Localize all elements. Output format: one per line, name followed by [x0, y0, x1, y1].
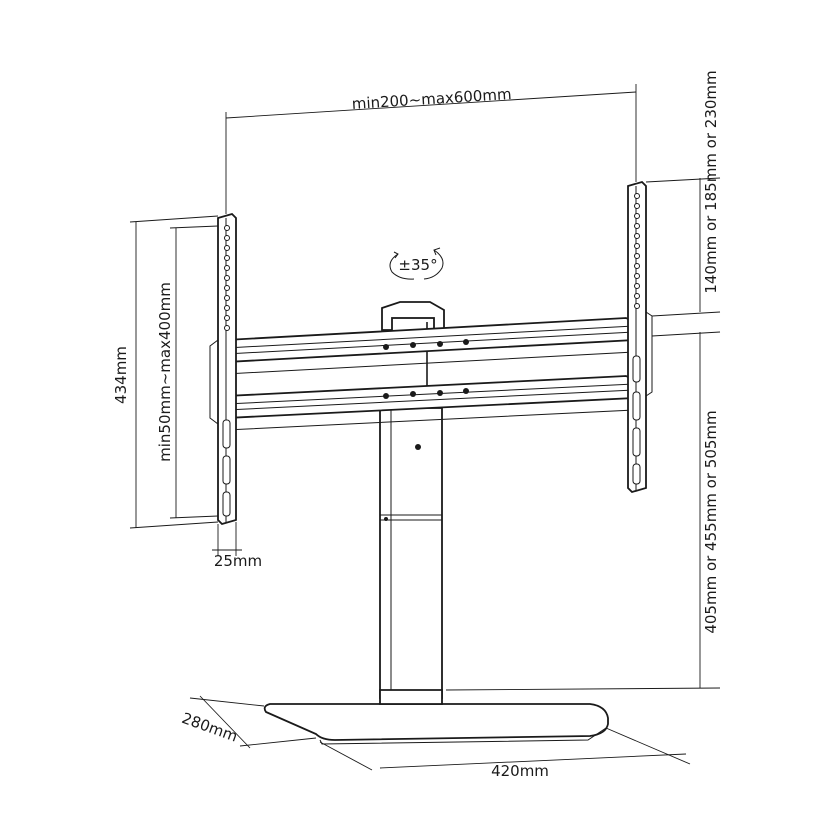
column-height-label: 405mm or 455mm or 505mm [702, 410, 720, 633]
width-dimension: min200~max600mm [225, 84, 637, 214]
left-vertical-bracket [209, 212, 237, 526]
base-width-label: 420mm [491, 762, 549, 780]
support-column [379, 407, 443, 705]
height-range-dimension: min50mm~max400mm [156, 225, 219, 519]
bracket-depth-dimension: 25mm [212, 522, 262, 570]
column-head [381, 301, 445, 405]
base-depth-label: 280mm [179, 709, 240, 746]
width-range-label: min200~max600mm [351, 85, 512, 113]
vesa-offset-dimension: 140mm or 185mm or 230mm [645, 70, 721, 317]
bracket-height-label: 434mm [112, 346, 130, 404]
bracket-height-dimension: 434mm [112, 215, 219, 529]
swivel-label: ±35° [398, 256, 437, 274]
column-height-dimension: 405mm or 455mm or 505mm [445, 331, 721, 691]
bracket-depth-label: 25mm [214, 552, 262, 570]
base-width-dimension: 420mm [319, 727, 691, 780]
height-range-label: min50mm~max400mm [156, 282, 174, 462]
base-plate [263, 703, 609, 745]
right-vertical-bracket [627, 180, 653, 494]
vesa-offset-label: 140mm or 185mm or 230mm [702, 70, 720, 293]
swivel-indicator: ±35° [389, 247, 444, 280]
